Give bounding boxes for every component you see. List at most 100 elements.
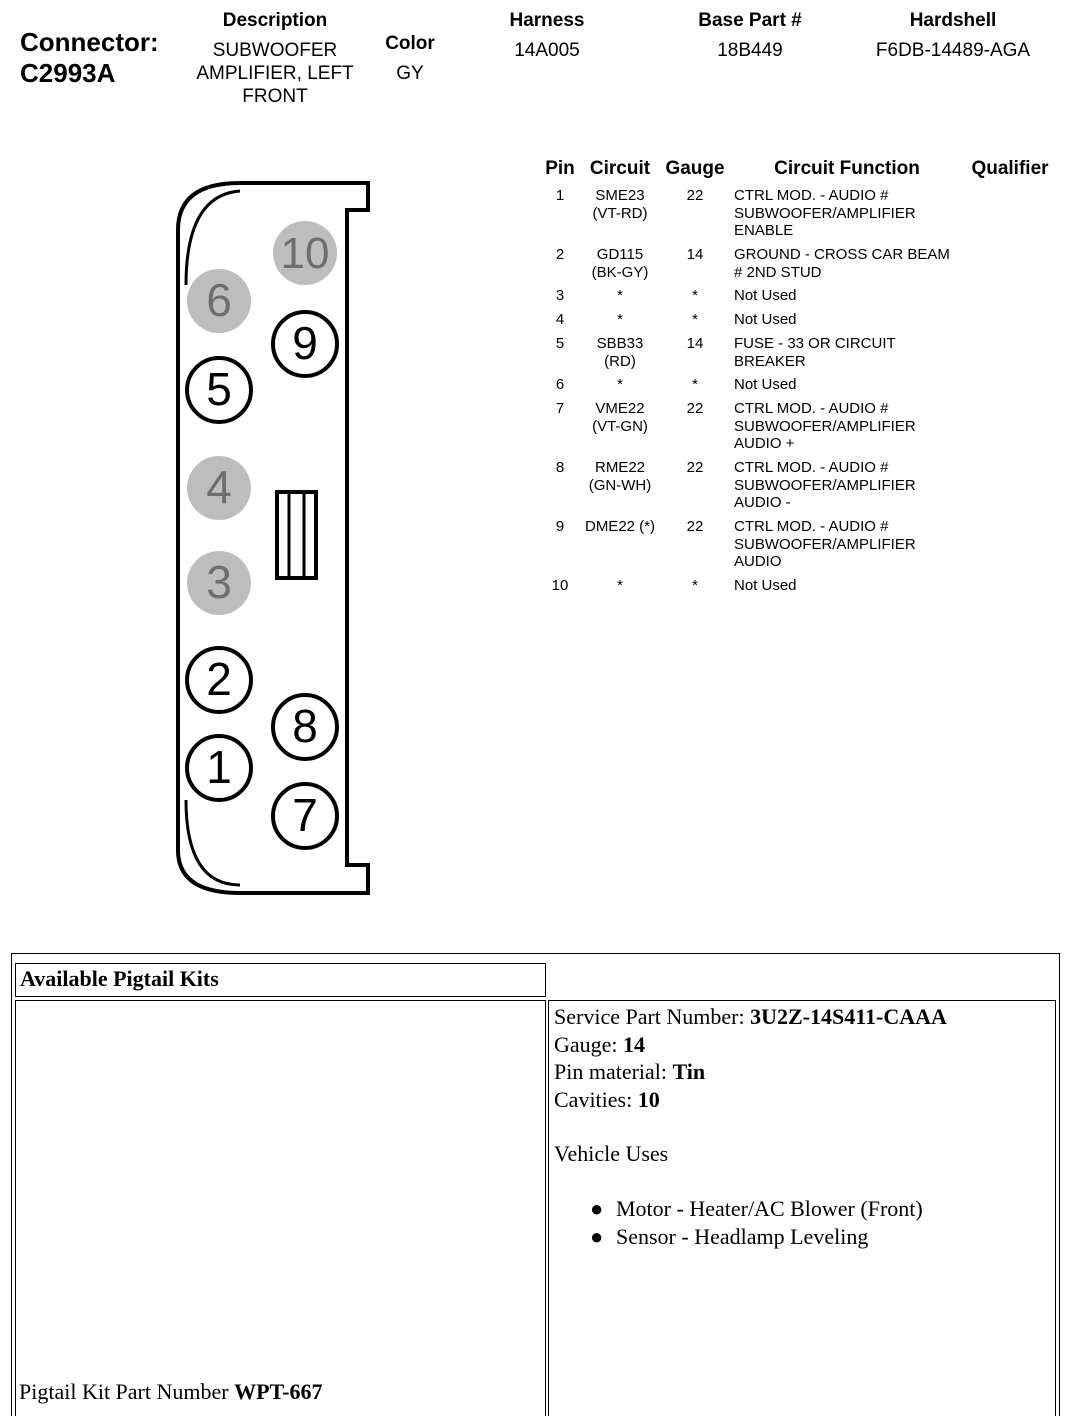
connector-housing-inner-curve — [184, 189, 241, 286]
service-part-number: 3U2Z-14S411-CAAA — [750, 1004, 947, 1029]
pin-number-cell: 10 — [551, 577, 569, 594]
gauge-cell: 22 — [686, 518, 704, 535]
circuit-column-header: Circuit — [589, 158, 651, 179]
pigtail-title: Available Pigtail Kits — [20, 966, 219, 991]
circuit-function-cell: Not Used — [734, 577, 797, 594]
pin-number-label: 1 — [206, 741, 232, 793]
pin-number-cell: 1 — [555, 187, 565, 204]
harness-label: Harness — [509, 10, 585, 31]
gauge-cell: 22 — [686, 459, 704, 476]
base-part-label: Base Part # — [698, 10, 802, 31]
connector-pin-9: 9 — [271, 310, 339, 378]
pin-circle — [185, 646, 253, 714]
pin-circle — [187, 269, 251, 333]
pin-number-label: 3 — [206, 556, 232, 608]
circuit-function-cell: Not Used — [734, 287, 797, 304]
circuit-cell: * — [617, 287, 623, 304]
circuit-function-cell: Not Used — [734, 376, 797, 393]
pin-number-cell: 5 — [555, 335, 565, 352]
circuit-cell: DME22 (*) — [584, 518, 655, 535]
cavities-line: Cavities: 10 — [554, 1086, 1050, 1114]
connector-id: C2993A — [20, 58, 116, 88]
pigtail-outer-table — [11, 953, 1060, 1416]
pin-material-line: Pin material: Tin — [554, 1058, 1050, 1086]
connector-pin-4: 4 — [187, 456, 251, 520]
circuit-function-cell: GROUND - CROSS CAR BEAM# 2ND STUD — [734, 246, 950, 281]
connector-title: Connector: C2993A — [20, 27, 159, 89]
service-part-label: Service Part Number: — [554, 1004, 745, 1029]
gauge-label: Gauge: — [554, 1031, 618, 1057]
gauge-cell: * — [692, 311, 698, 328]
gauge-column-header: Gauge — [665, 158, 725, 179]
bullet-icon: ● — [590, 1223, 604, 1249]
connector-label: Connector: — [20, 27, 159, 57]
pigtail-kit-line: Pigtail Kit Part Number WPT-667 — [19, 1379, 323, 1405]
gauge-cell: 14 — [686, 335, 704, 352]
cavities-value: 10 — [637, 1086, 660, 1112]
pin-circle — [187, 456, 251, 520]
circuit-cell: RME22(GN-WH) — [588, 459, 652, 494]
hardshell-value: F6DB-14489-AGA — [875, 40, 1031, 61]
pin-number-label: 9 — [292, 317, 318, 369]
connector-pin-1: 1 — [185, 734, 253, 802]
pin-number-cell: 2 — [555, 246, 565, 263]
hardshell-label: Hardshell — [909, 10, 997, 31]
vehicle-use-item: ● Sensor - Headlamp Leveling — [590, 1223, 1050, 1251]
gauge-line: Gauge: 14 — [554, 1031, 1050, 1059]
connector-pin-10: 10 — [273, 221, 337, 285]
connector-pin-8: 8 — [271, 693, 339, 761]
qualifier-column-header: Qualifier — [971, 158, 1049, 179]
pin-circle — [271, 693, 339, 761]
pin-number-label: 5 — [206, 363, 232, 415]
gauge-cell: 22 — [686, 187, 704, 204]
connector-face-diagram: 10 6 9 5 4 3 2 8 17 — [176, 181, 370, 895]
circuit-cell: SME23(VT-RD) — [592, 187, 648, 222]
circuit-function-cell: Not Used — [734, 311, 797, 328]
gauge-cell: * — [692, 376, 698, 393]
base-part-value: 18B449 — [717, 40, 783, 61]
pin-number-cell: 9 — [555, 518, 565, 535]
pin-material-value: Tin — [672, 1059, 706, 1084]
description-line-1: SUBWOOFER — [212, 40, 338, 61]
pin-circle — [271, 310, 339, 378]
color-value: GY — [396, 63, 424, 84]
pin-number-cell: 4 — [555, 311, 565, 328]
pin-number-label: 2 — [206, 653, 232, 705]
pigtail-spec-cell: Service Part Number: 3U2Z-14S411-CAAA Ga… — [548, 1000, 1056, 1416]
bullet-icon: ● — [590, 1195, 604, 1221]
connector-housing-inner-curve-bottom — [184, 799, 241, 887]
harness-value: 14A005 — [514, 40, 580, 61]
gauge-cell: 14 — [686, 246, 704, 263]
connector-pin-6: 6 — [187, 269, 251, 333]
circuit-cell: SBB33(RD) — [596, 335, 644, 370]
connector-pin-2: 2 — [185, 646, 253, 714]
pigtail-kit-number: WPT-667 — [234, 1379, 323, 1404]
circuit-cell: * — [617, 577, 623, 594]
circuit-cell: GD115(BK-GY) — [591, 246, 649, 281]
circuit-cell: * — [617, 376, 623, 393]
pin-number-cell: 8 — [555, 459, 565, 476]
vehicle-uses-label: Vehicle Uses — [554, 1141, 669, 1166]
pin-number-cell: 3 — [555, 287, 565, 304]
service-part-line: Service Part Number: 3U2Z-14S411-CAAA — [554, 1003, 1050, 1031]
connector-pin-3: 3 — [187, 551, 251, 615]
pin-circle — [185, 734, 253, 802]
circuit-cell: * — [617, 311, 623, 328]
connector-pin-5: 5 — [185, 356, 253, 424]
pin-number-label: 8 — [292, 700, 318, 752]
pin-circle — [271, 782, 339, 850]
pin-number-label: 6 — [206, 274, 232, 326]
description-value: SUBWOOFER AMPLIFIER, LEFT FRONT — [175, 39, 375, 108]
vehicle-use-text: Sensor - Headlamp Leveling — [616, 1223, 869, 1249]
pin-circle — [185, 356, 253, 424]
connector-pin-7: 7 — [271, 782, 339, 850]
vehicle-uses-list: ●Motor - Heater/AC Blower (Front) ●Senso… — [590, 1195, 1050, 1251]
pin-number-label: 10 — [281, 229, 330, 278]
gauge-cell: 22 — [686, 400, 704, 417]
description-line-2: AMPLIFIER, LEFT — [196, 63, 354, 84]
